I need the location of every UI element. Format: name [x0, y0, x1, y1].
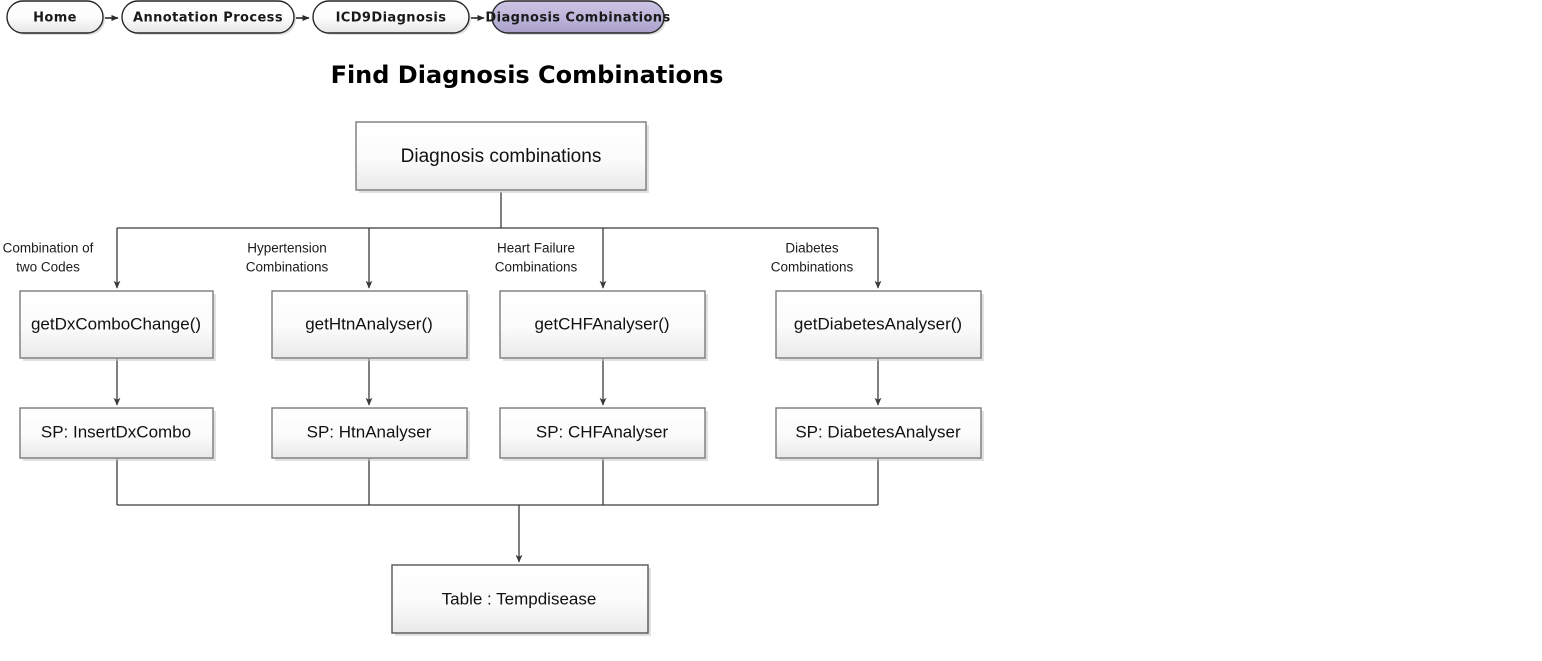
node-label: SP: HtnAnalyser: [307, 422, 432, 441]
breadcrumb-label: Home: [33, 11, 77, 26]
node-label: getCHFAnalyser(): [534, 314, 669, 333]
breadcrumb-label: Annotation Process: [133, 11, 283, 26]
breadcrumb-item-home[interactable]: Home: [6, 0, 105, 35]
edge-label-line1: Diabetes: [785, 241, 839, 256]
node-label: Table : Tempdisease: [442, 589, 597, 608]
edge-label-line2: Combinations: [771, 260, 854, 275]
breadcrumb-item-icd9diagnosis[interactable]: ICD9Diagnosis: [312, 0, 471, 35]
node-gethtnanalyser[interactable]: getHtnAnalyser(): [271, 290, 470, 361]
edge-label-line1: Heart Failure: [497, 241, 575, 256]
edge-label-line2: two Codes: [16, 260, 80, 275]
connectors: [113, 192, 882, 563]
breadcrumb-label: ICD9Diagnosis: [336, 11, 447, 26]
node-label: getDiabetesAnalyser(): [794, 314, 962, 333]
edge-label-diabetes-combinations: Diabetes Combinations: [771, 241, 854, 275]
node-sp-insertdxcombo[interactable]: SP: InsertDxCombo: [19, 407, 216, 461]
node-diagnosis-combinations[interactable]: Diagnosis combinations: [355, 121, 649, 193]
edge-label-line1: Hypertension: [247, 241, 327, 256]
node-label: SP: DiabetesAnalyser: [795, 422, 961, 441]
node-label: Diagnosis combinations: [401, 146, 602, 167]
edge-label-line2: Combinations: [495, 260, 578, 275]
breadcrumb-item-annotation-process[interactable]: Annotation Process: [121, 0, 296, 35]
edge-label-line1: Combination of: [3, 241, 94, 256]
node-label: getDxComboChange(): [31, 314, 201, 333]
node-sp-htnanalyser[interactable]: SP: HtnAnalyser: [271, 407, 470, 461]
breadcrumb: Home Annotation Process ICD9Diagnosis: [6, 0, 670, 35]
node-label: SP: CHFAnalyser: [536, 422, 669, 441]
page-title: Find Diagnosis Combinations: [331, 61, 724, 89]
node-label: getHtnAnalyser(): [305, 314, 433, 333]
edge-label-line2: Combinations: [246, 260, 329, 275]
node-sp-chfanalyser[interactable]: SP: CHFAnalyser: [499, 407, 708, 461]
node-label: SP: InsertDxCombo: [41, 422, 191, 441]
node-sp-diabetesanalyser[interactable]: SP: DiabetesAnalyser: [775, 407, 984, 461]
edge-label-combination-of-two-codes: Combination of two Codes: [3, 241, 94, 275]
node-getdiabetesanalyser[interactable]: getDiabetesAnalyser(): [775, 290, 984, 361]
edge-label-hypertension-combinations: Hypertension Combinations: [246, 241, 329, 275]
node-getchfanalyser[interactable]: getCHFAnalyser(): [499, 290, 708, 361]
breadcrumb-label: Diagnosis Combinations: [485, 11, 670, 26]
node-getdxcombochange[interactable]: getDxComboChange(): [19, 290, 216, 361]
node-table-tempdisease[interactable]: Table : Tempdisease: [391, 564, 651, 636]
breadcrumb-item-diagnosis-combinations[interactable]: Diagnosis Combinations: [485, 0, 670, 35]
edge-label-heart-failure-combinations: Heart Failure Combinations: [495, 241, 578, 275]
